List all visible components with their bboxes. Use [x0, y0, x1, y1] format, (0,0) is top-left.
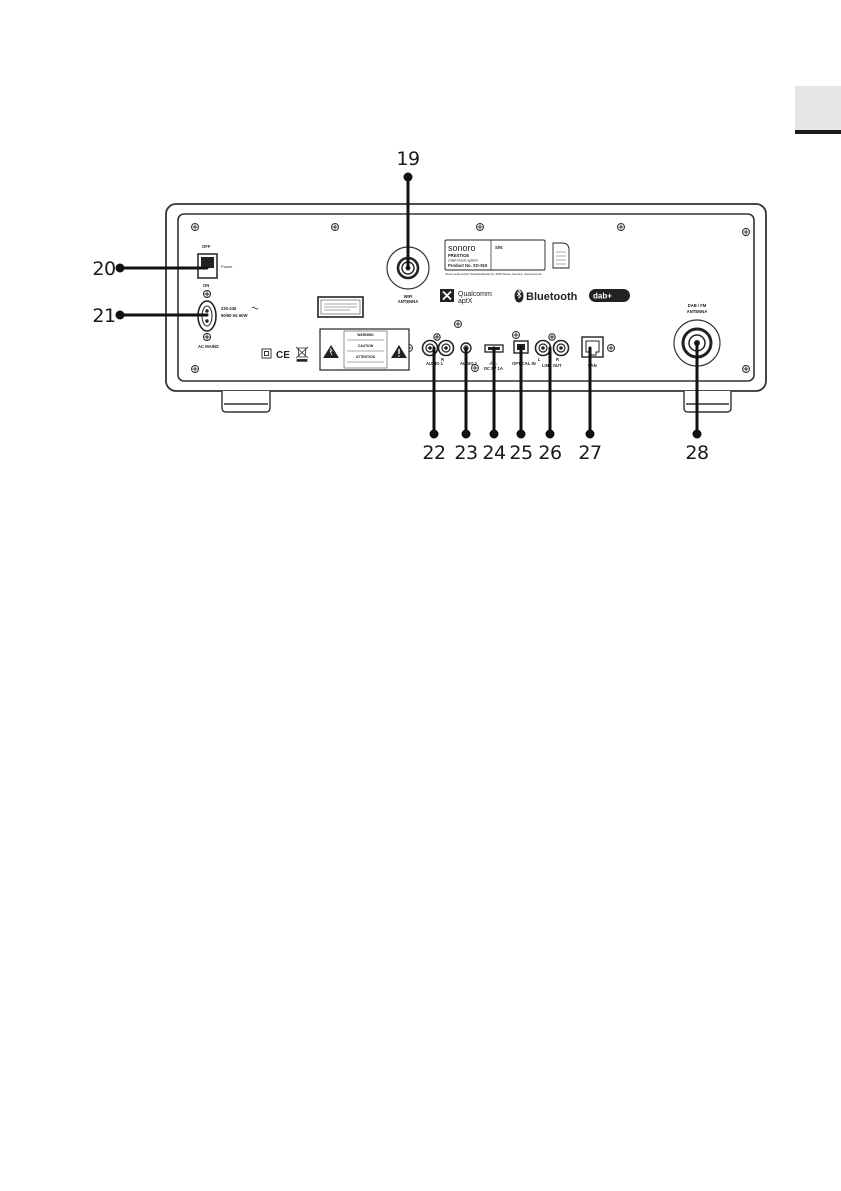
screw [512, 331, 520, 339]
double-insulation-icon [261, 348, 272, 359]
line-out-l-label: L [538, 357, 541, 362]
rating-sticker [317, 296, 364, 318]
callout-leaders [118, 175, 699, 436]
switch-power-label: Power [221, 264, 233, 269]
address-label: Sonoro audio GmbH, Nordstrandstraße 31, … [445, 272, 542, 276]
dab-label: dab+ [593, 292, 612, 301]
screw [476, 223, 484, 231]
screw [191, 365, 199, 373]
dab-plus-logo: dab+ [589, 289, 630, 302]
callout-21: 21 [92, 305, 115, 327]
callout-27: 27 [578, 442, 601, 464]
callout-19: 19 [396, 148, 419, 170]
screw [742, 365, 750, 373]
optical-label: OPTICAL IN [512, 361, 536, 366]
dab-fm-antenna-label-1: DAB / FM [688, 303, 707, 308]
attention-label: ATTENTION [356, 355, 376, 359]
callout-25: 25 [509, 442, 532, 464]
audio-1-r-label: R [441, 357, 444, 362]
line-out-rca-jacks [534, 333, 570, 357]
aptx-label: aptX [458, 298, 473, 305]
qualcomm-label: Qualcomm [458, 291, 492, 298]
warning-sticker: WARNING CAUTION ATTENTION [319, 328, 410, 371]
voltage-label: 220-240 [221, 306, 237, 311]
screw [617, 223, 625, 231]
screw [331, 223, 339, 231]
product-name-label: PRESTIGE [448, 253, 469, 258]
callout-dots [115, 172, 702, 439]
warning-label: WARNING [357, 333, 374, 337]
language-tab [795, 86, 841, 134]
lan-port [581, 336, 604, 358]
wifi-antenna-label-1: WIFI [404, 294, 413, 299]
dab-fm-antenna-label-2: ANTENNA [687, 309, 707, 314]
screws [191, 223, 750, 373]
callout-28: 28 [685, 442, 708, 464]
callout-26: 26 [538, 442, 561, 464]
caution-label: CAUTION [358, 344, 374, 348]
wifi-antenna-label-2: ANTENNA [398, 299, 418, 304]
product-no-label: Product No. SO-910 [448, 263, 488, 268]
device-feet [221, 391, 732, 413]
screw [471, 364, 479, 372]
line-out-r-label: R [556, 357, 559, 362]
callout-20: 20 [92, 258, 115, 280]
qualcomm-aptx-logo: Qualcomm aptX [440, 289, 492, 305]
weee-bin-icon [295, 346, 309, 362]
bluetooth-logo: Bluetooth [514, 289, 578, 303]
screw [607, 344, 615, 352]
screw [742, 228, 750, 236]
audio-2-label: AUDIO 2 [460, 361, 478, 366]
power-switch: OFF ON Power [197, 244, 233, 288]
lan-label: LAN [588, 363, 597, 368]
brand-label: sonoro [448, 243, 476, 253]
serial-label: S/N: [495, 245, 503, 250]
bluetooth-label: Bluetooth [526, 291, 578, 303]
audio-1-rca-jacks [421, 333, 455, 357]
line-out-label: LINE OUT [542, 363, 562, 368]
product-line-label: smart music system [448, 259, 478, 263]
switch-on-label: ON [203, 283, 209, 288]
frequency-label: 50/60 Hz 60W [221, 313, 248, 318]
ce-mark: CE [276, 350, 290, 361]
callout-22: 22 [422, 442, 445, 464]
callout-24: 24 [482, 442, 506, 464]
ac-mains-label: AC MAINS [198, 344, 219, 349]
screw [454, 320, 462, 328]
ac-symbol-icon [251, 306, 259, 310]
callout-23: 23 [454, 442, 477, 464]
product-label: sonoro PRESTIGE smart music system Produ… [444, 239, 570, 276]
screw [191, 223, 199, 231]
switch-off-label: OFF [202, 244, 211, 249]
